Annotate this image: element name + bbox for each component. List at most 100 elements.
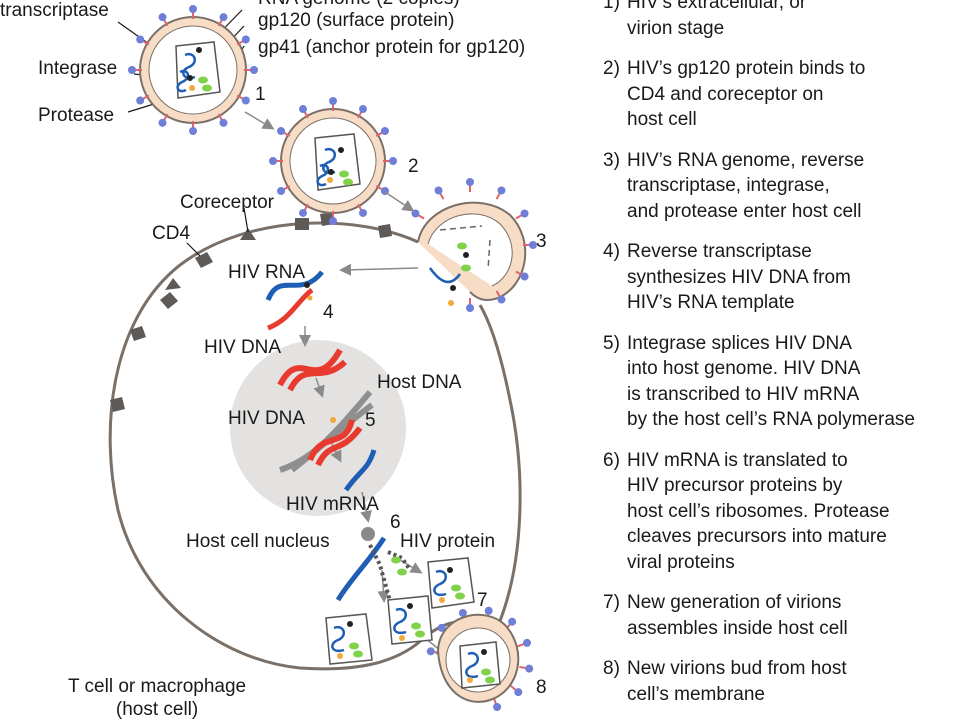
gp120-knob xyxy=(389,157,397,165)
gp41-stem xyxy=(217,113,223,121)
gp41-stem xyxy=(357,111,363,119)
gp120-knob xyxy=(520,272,529,281)
gp41-stem xyxy=(163,113,169,121)
step-text: New generation of virions assembles insi… xyxy=(627,592,848,639)
step-text: HIV’s extracellular, or virion stage xyxy=(627,0,807,39)
gp41-stem xyxy=(303,203,309,211)
gp120-knob xyxy=(359,208,367,217)
step-text: HIV’s gp120 protein binds to CD4 and cor… xyxy=(627,58,866,130)
gp41-stem xyxy=(236,40,244,46)
hiv-rna-strands xyxy=(265,270,324,331)
step-number: 5) xyxy=(603,332,620,354)
gp120-knob xyxy=(437,623,446,632)
step-number: 3) xyxy=(603,149,620,171)
gp41-stem xyxy=(283,185,291,191)
step-list: 1) HIV’s extracellular, or virion stage 2… xyxy=(603,0,958,722)
label-gp120: gp120 (surface protein) xyxy=(258,10,455,31)
gp120-knob xyxy=(458,609,467,618)
label-gp41: gp41 (anchor protein for gp120) xyxy=(258,37,526,58)
gp120-knob xyxy=(219,13,228,22)
stage-number-5: 5 xyxy=(365,410,376,431)
gp41-stem xyxy=(142,94,150,100)
gp120-knob xyxy=(241,35,250,44)
gp41-stem xyxy=(236,94,244,100)
gp120-knob xyxy=(189,127,197,135)
virion-stage-1 xyxy=(139,16,247,124)
label-coreceptor: Coreceptor xyxy=(180,192,274,213)
step-item: 1) HIV’s extracellular, or virion stage xyxy=(603,0,958,41)
gp120-knob xyxy=(299,208,307,217)
label-host-cell: T cell or macrophage (host cell) xyxy=(68,676,247,720)
gp41-stem xyxy=(495,192,501,200)
step-text: Integrase splices HIV DNA into host geno… xyxy=(627,332,915,431)
stage-number-2: 2 xyxy=(408,156,419,177)
gp120-knob xyxy=(520,209,529,218)
step-text: Reverse transcriptase synthesizes HIV DN… xyxy=(627,241,851,313)
gp120-knob xyxy=(329,217,337,225)
gp120-knob xyxy=(189,5,197,13)
label-hiv-dna-2: HIV DNA xyxy=(228,408,306,429)
gp120-knob xyxy=(426,647,435,656)
gp41-stem xyxy=(519,665,527,670)
gp41-stem xyxy=(515,214,523,220)
gp120-knob xyxy=(525,664,534,673)
step-item: 8) New virions bud from host cell’s membr… xyxy=(603,656,958,707)
gp120-knob xyxy=(136,35,145,44)
gp41-stem xyxy=(509,684,517,691)
gp120-knob xyxy=(250,66,258,74)
stage-number-7: 7 xyxy=(477,590,488,611)
step-item: 4) Reverse transcriptase synthesizes HIV … xyxy=(603,239,958,316)
step-text: HIV’s RNA genome, reverse transcriptase,… xyxy=(627,149,865,222)
gp120-knob xyxy=(514,688,523,697)
gp120-knob xyxy=(277,127,286,135)
gp120-knob xyxy=(158,118,167,127)
step-item: 5) Integrase splices HIV DNA into host ge… xyxy=(603,331,958,433)
gp120-knob xyxy=(269,157,277,165)
step-item: 3) HIV’s RNA genome, reverse transcriptas… xyxy=(603,148,958,225)
gp120-knob xyxy=(484,606,493,615)
step-text: HIV mRNA is translated to HIV precursor … xyxy=(627,449,890,573)
step-number: 2) xyxy=(603,58,620,79)
gp120-knob xyxy=(497,295,506,304)
stage-number-8: 8 xyxy=(536,677,547,698)
hiv-mrna-strand xyxy=(343,449,377,492)
gp41-stem xyxy=(142,40,150,46)
host-dna-integration xyxy=(279,390,374,473)
gp41-stem xyxy=(163,19,169,27)
label-protease: Protease xyxy=(38,105,115,126)
gp120-knob xyxy=(522,638,531,647)
step-item: 6) HIV mRNA is translated to HIV precurso… xyxy=(603,448,958,576)
gp120-knob xyxy=(128,66,136,74)
label-host-cell-nucleus: Host cell nucleus xyxy=(186,531,330,552)
gp120-knob xyxy=(241,96,250,105)
gp41-stem xyxy=(357,203,363,211)
gp41-stem xyxy=(303,111,309,119)
step-number: 6) xyxy=(603,449,620,471)
stage-number-1: 1 xyxy=(255,84,266,105)
step-item: 2) HIV’s gp120 protein binds to CD4 and c… xyxy=(603,56,958,133)
step-text: New virions bud from host cell’s membran… xyxy=(627,658,847,705)
gp41-stem xyxy=(217,19,223,27)
gp120-knob xyxy=(359,105,367,114)
process-arrows xyxy=(244,111,449,657)
gp41-stem xyxy=(515,270,523,276)
step-number: 8) xyxy=(603,658,620,679)
label-rna-genome: RNA genome (2 copies) xyxy=(258,0,460,10)
coreceptors xyxy=(165,228,256,290)
label-hiv-mrna: HIV mRNA xyxy=(286,494,379,515)
gp120-knob xyxy=(219,118,228,127)
gp120-knob xyxy=(329,97,337,105)
gp41-stem xyxy=(375,131,383,137)
gp41-stem xyxy=(517,642,525,648)
gp41-stem xyxy=(495,290,501,298)
gp120-knob xyxy=(136,96,145,105)
gp120-knob xyxy=(277,187,286,195)
label-hiv-rna: HIV RNA xyxy=(228,262,306,283)
stage-number-3: 3 xyxy=(536,231,547,252)
step-number: 4) xyxy=(603,241,620,262)
step-number: 7) xyxy=(603,592,620,613)
gp41-stem xyxy=(375,185,383,191)
step-number: 1) xyxy=(603,0,620,13)
gp120-knob xyxy=(380,127,389,135)
gp120-knob xyxy=(497,186,506,195)
